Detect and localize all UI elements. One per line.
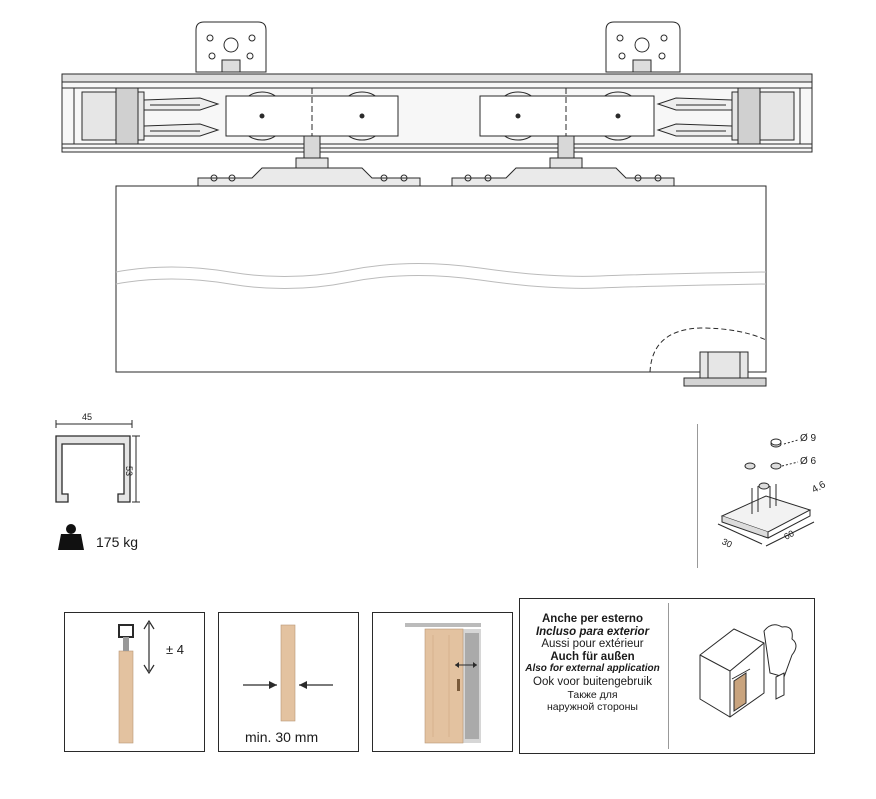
diameter-6-label: Ø 6	[800, 456, 817, 467]
panel-door-installed	[372, 612, 513, 752]
exterior-line-nl: Ook voor buitengebruik	[533, 675, 652, 688]
end-stop-left	[81, 87, 220, 145]
wall-bracket-right	[605, 21, 681, 73]
door-leaf	[115, 185, 767, 373]
exterior-line-de: Auch für außen	[550, 650, 635, 663]
exterior-line-ru-1: Также для	[567, 688, 618, 701]
sliding-door-system-diagram	[61, 21, 813, 387]
exterior-line-fr: Aussi pour extérieur	[541, 638, 644, 651]
diameter-9-label: Ø 9	[800, 433, 817, 444]
exterior-line-es: Incluso para exterior	[535, 625, 650, 638]
wall-bracket-left	[195, 21, 267, 73]
weight-icon	[58, 524, 84, 550]
panel-min-thickness: min. 30 mm	[218, 612, 359, 752]
hanger-plate-left	[197, 167, 421, 187]
exterior-line-ru-2: наружной стороны	[547, 701, 638, 714]
exterior-line-en: Also for external application	[525, 663, 660, 675]
track-rail	[61, 73, 813, 153]
hanger-plate-right	[451, 167, 675, 187]
section-divider-vertical	[697, 424, 698, 568]
profile-width-label: 45	[82, 412, 93, 422]
exterior-divider	[668, 603, 669, 749]
door-installed-figure	[405, 623, 481, 744]
panel-exterior-use: Anche per esterno Incluso para exterior …	[519, 598, 815, 754]
exterior-text-block: Anche per esterno Incluso para exterior …	[520, 613, 668, 714]
exterior-line-it: Anche per esterno	[542, 613, 643, 625]
height-adjust-label: ± 4	[166, 642, 184, 657]
floor-guide-detail	[717, 438, 815, 547]
track-profile-section	[55, 420, 140, 503]
max-load-label: 175 kg	[96, 534, 139, 550]
roller-carriage-right	[479, 88, 655, 173]
barn-shed-figure	[699, 624, 797, 718]
thickness-figure	[243, 624, 333, 722]
panel-height-adjustment: ± 4	[64, 612, 205, 752]
height-adjust-figure	[118, 619, 155, 744]
floor-guide-installed	[683, 351, 767, 387]
profile-height-label: 53	[124, 466, 134, 477]
end-stop-right	[656, 87, 795, 145]
min-thickness-label: min. 30 mm	[245, 729, 319, 745]
roller-carriage-left	[225, 88, 399, 173]
